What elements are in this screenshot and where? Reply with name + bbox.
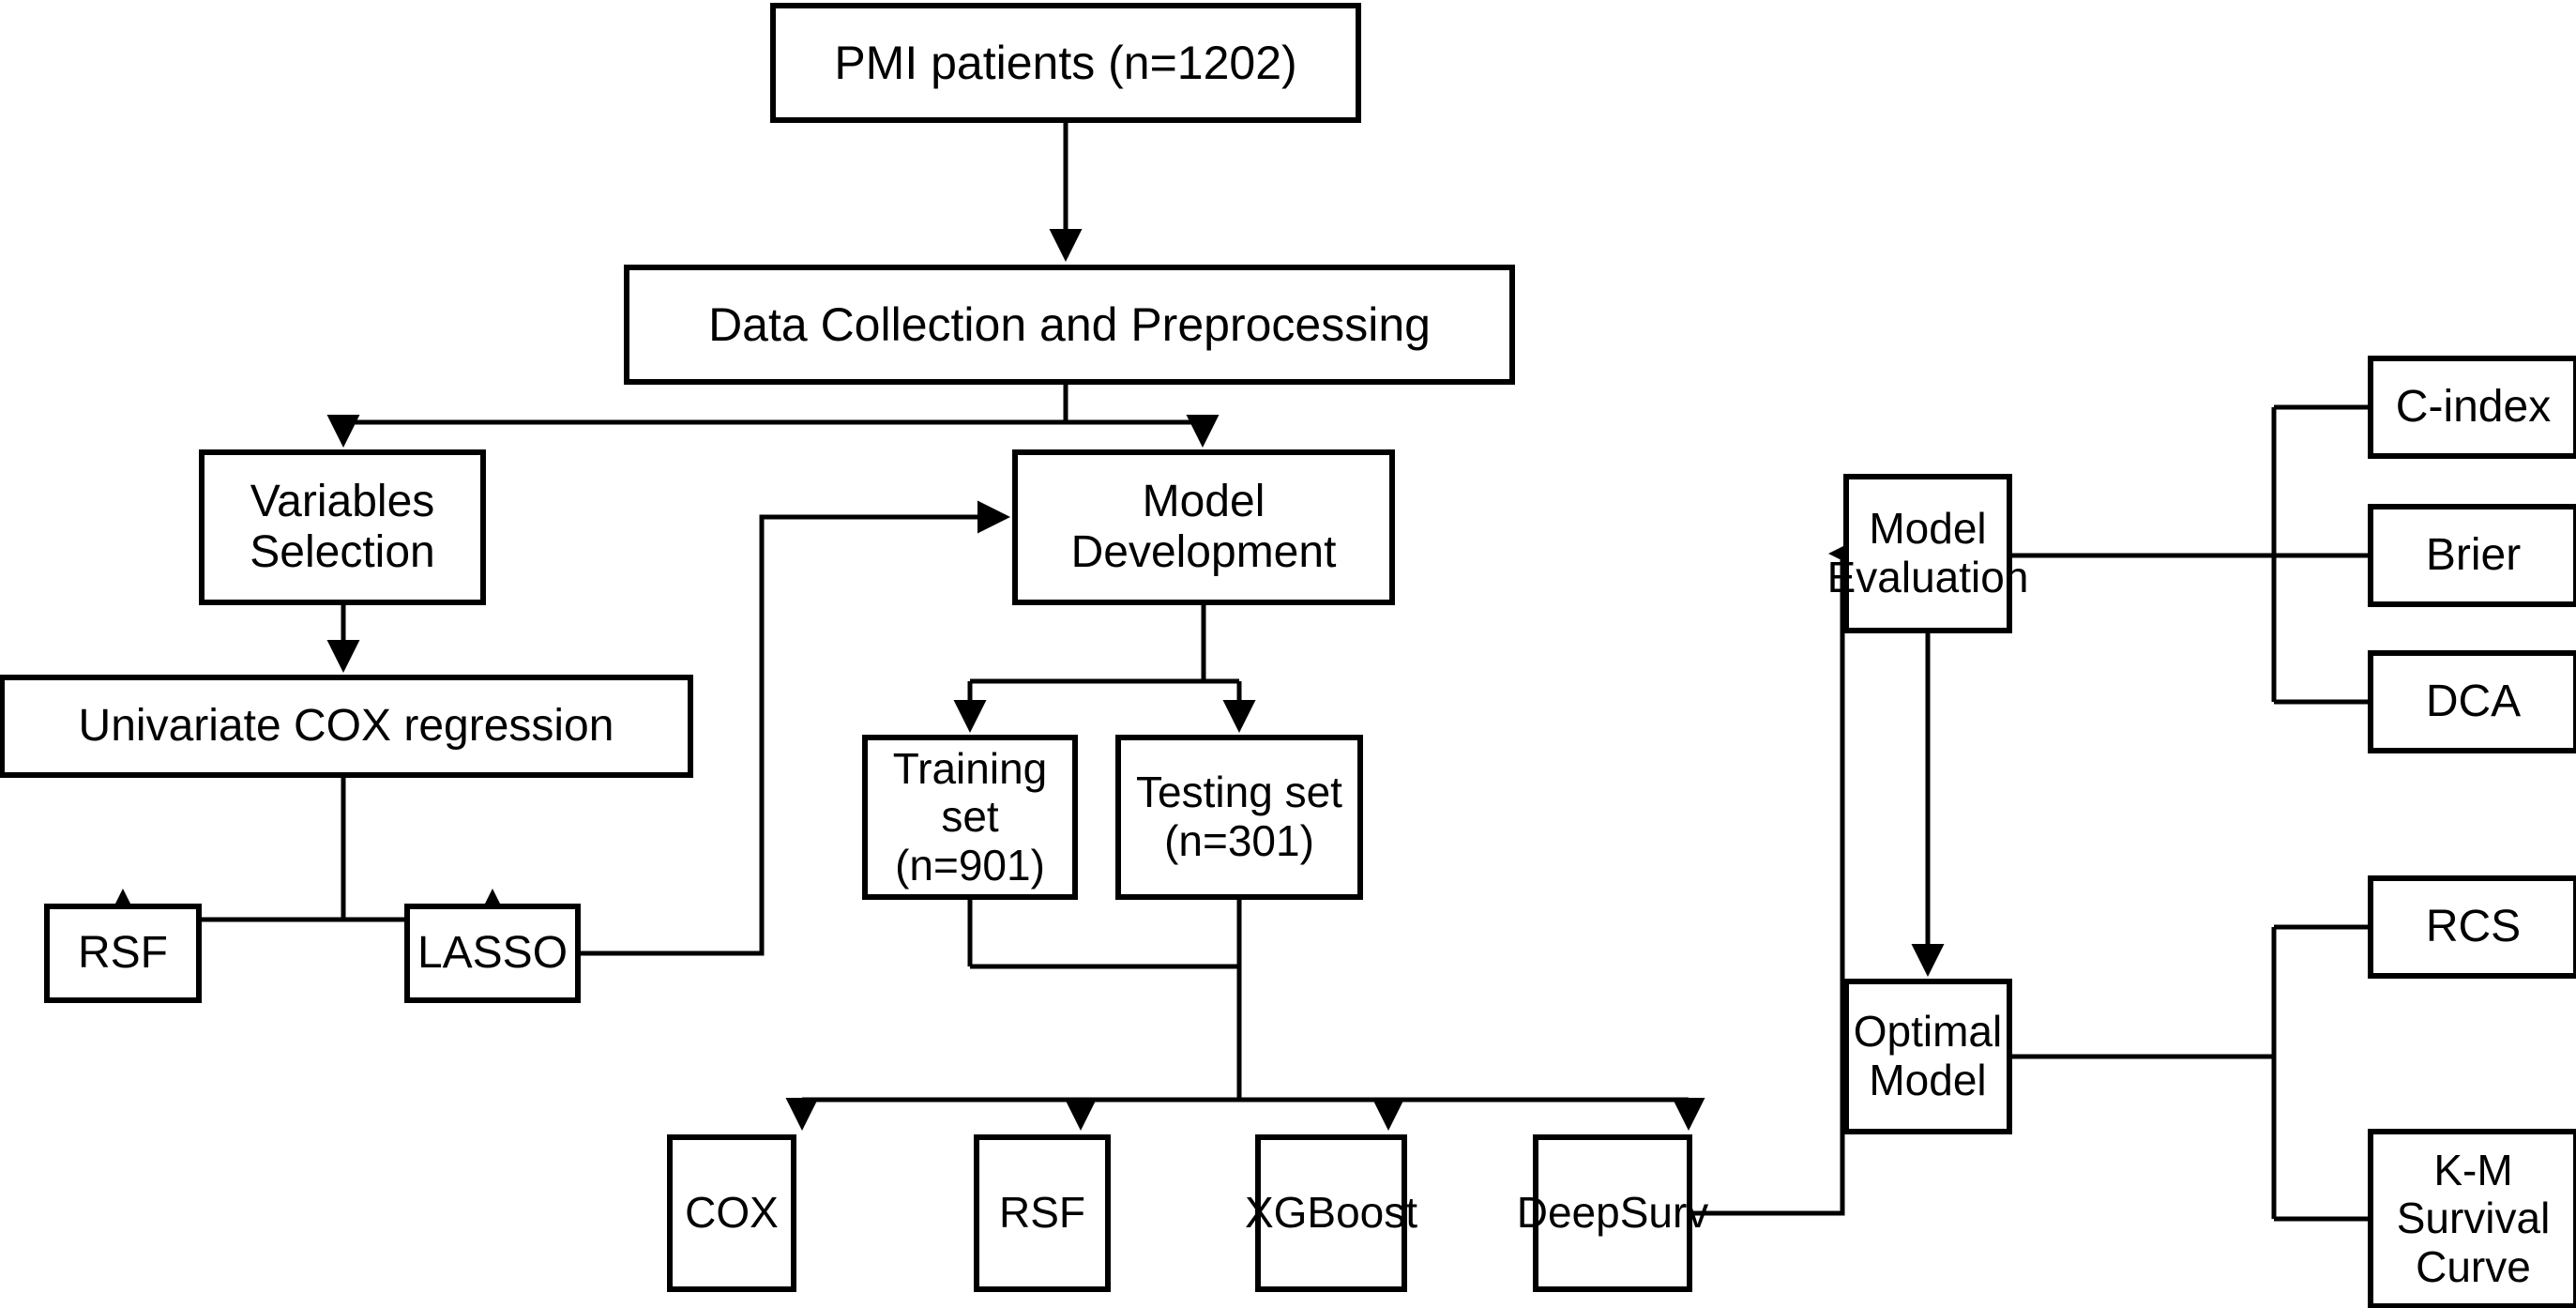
node-box-rsf_model[interactable] — [974, 1134, 1111, 1292]
node-box-variables_selection[interactable] — [199, 449, 486, 605]
node-box-rcs[interactable] — [2368, 875, 2576, 979]
node-box-c_index[interactable] — [2368, 356, 2576, 459]
connector-e-eval-metrics-trunk — [2009, 404, 2371, 705]
node-box-model_development[interactable] — [1012, 449, 1395, 605]
node-box-xgboost_model[interactable] — [1255, 1134, 1407, 1292]
node-box-km_curve[interactable] — [2368, 1129, 2576, 1308]
node-box-cox_model[interactable] — [667, 1134, 796, 1292]
edge-layer — [106, 120, 2371, 1222]
node-box-brier[interactable] — [2368, 504, 2576, 607]
node-box-optimal_model[interactable] — [1843, 979, 2012, 1134]
node-box-training_set[interactable] — [862, 735, 1078, 900]
node-box-lasso[interactable] — [404, 904, 581, 1003]
connector-e-deepsurv-to-eval — [1690, 537, 1861, 1216]
node-box-rsf_selection[interactable] — [44, 904, 202, 1003]
node-box-testing_set[interactable] — [1115, 735, 1363, 900]
connector-e-lasso-to-model-dev — [578, 500, 1011, 956]
node-box-model_evaluation[interactable] — [1843, 474, 2012, 633]
connector-e-cox-split — [148, 775, 521, 922]
node-layer — [0, 3, 2576, 1308]
node-box-univariate_cox[interactable] — [0, 675, 693, 778]
node-box-deepsurv_model[interactable] — [1533, 1134, 1692, 1292]
node-box-data_collection[interactable] — [624, 265, 1515, 385]
connector-e-optimal-plots-trunk — [2009, 924, 2371, 1222]
connector-e-sets-merge — [802, 897, 1689, 1103]
connector-e-modeldev-split — [970, 602, 1239, 684]
node-box-dca[interactable] — [2368, 650, 2576, 753]
connector-e-data-split-bar — [343, 382, 1203, 425]
node-box-pmi_patients[interactable] — [770, 3, 1361, 123]
